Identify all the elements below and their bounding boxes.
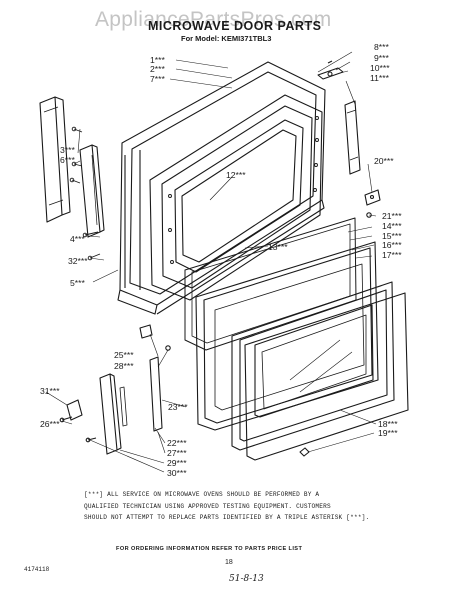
callout-21: 21*** bbox=[382, 211, 402, 221]
callout-32: 32*** bbox=[68, 256, 88, 266]
front-door-frame bbox=[195, 241, 379, 431]
notice-line: SHOULD NOT ATTEMPT TO REPLACE PARTS IDEN… bbox=[84, 514, 370, 521]
callout-11: 11*** bbox=[370, 73, 390, 83]
callout-10: 10*** bbox=[370, 63, 390, 73]
page-number: 18 bbox=[225, 559, 233, 566]
watermark: AppliancePartsPros.com bbox=[95, 8, 332, 31]
callout-30: 30*** bbox=[167, 468, 187, 478]
callout-5: 5*** bbox=[70, 278, 85, 288]
callout-22: 22*** bbox=[167, 438, 187, 448]
callout-8: 8*** bbox=[374, 42, 389, 52]
callout-25: 25*** bbox=[114, 350, 134, 360]
notice-line: QUALIFIED TECHNICIAN USING APPROVED TEST… bbox=[84, 502, 331, 510]
callout-9: 9*** bbox=[374, 53, 389, 63]
callout-3: 3*** bbox=[60, 145, 75, 155]
door-handle-upper bbox=[39, 96, 71, 223]
hinge-bracket-right bbox=[364, 189, 381, 218]
choke-panel bbox=[184, 217, 357, 351]
callout-29: 29*** bbox=[167, 458, 187, 468]
callout-20: 20*** bbox=[374, 156, 394, 166]
handwritten-note: 51-8-13 bbox=[229, 574, 264, 584]
inner-door-frame bbox=[149, 94, 323, 301]
callout-6: 6*** bbox=[60, 155, 75, 165]
service-notice: [***] ALL SERVICE ON MICROWAVE OVENS SHO… bbox=[84, 489, 384, 524]
page-title: MICROWAVE DOOR PARTS bbox=[148, 19, 322, 33]
model-subtitle: For Model: KEMI371TBL3 bbox=[181, 34, 272, 43]
callout-28: 28*** bbox=[114, 361, 134, 371]
frame-screw-holes bbox=[168, 116, 319, 264]
callout-23: 23*** bbox=[168, 402, 188, 412]
window-glass-assembly bbox=[231, 281, 395, 451]
callout-labels: 1*** 2*** 7*** 3*** 6*** 4*** 32*** 5***… bbox=[40, 42, 402, 478]
callout-7: 7*** bbox=[150, 74, 165, 84]
document-number: 4174118 bbox=[24, 566, 50, 573]
callout-4: 4*** bbox=[70, 234, 85, 244]
callout-12: 12*** bbox=[226, 170, 246, 180]
callout-17: 17*** bbox=[382, 250, 402, 260]
notice-line: [***] ALL SERVICE ON MICROWAVE OVENS SHO… bbox=[84, 491, 320, 498]
callout-13: 13*** bbox=[268, 242, 288, 252]
lower-latch-parts bbox=[59, 324, 171, 455]
callout-19: 19*** bbox=[378, 428, 398, 438]
outer-front-frame bbox=[244, 292, 409, 461]
callout-16: 16*** bbox=[382, 240, 402, 250]
callout-2: 2*** bbox=[150, 64, 165, 74]
callout-1: 1*** bbox=[150, 55, 165, 65]
callout-18: 18*** bbox=[378, 419, 398, 429]
callout-31: 31*** bbox=[40, 386, 60, 396]
screws-left bbox=[69, 126, 101, 261]
ordering-info: FOR ORDERING INFORMATION REFER TO PARTS … bbox=[116, 546, 303, 552]
leader-lines bbox=[45, 51, 377, 473]
outer-door-frame bbox=[117, 61, 326, 315]
callout-26: 26*** bbox=[40, 419, 60, 429]
latch-bar-upper bbox=[79, 144, 105, 238]
callout-27: 27*** bbox=[167, 448, 187, 458]
lower-right-screw bbox=[299, 447, 310, 457]
callout-14: 14*** bbox=[382, 221, 402, 231]
callout-15: 15*** bbox=[382, 231, 402, 241]
